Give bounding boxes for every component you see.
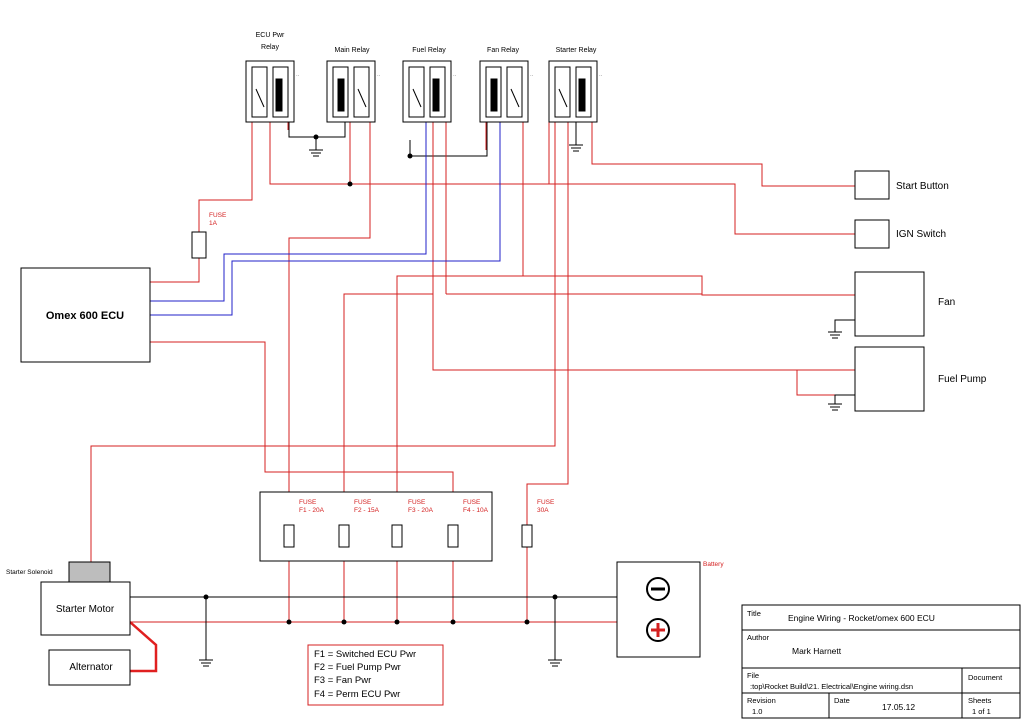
fuel-pump-label: Fuel Pump xyxy=(938,374,987,385)
red-wires xyxy=(90,120,855,623)
ecu-label: Omex 600 ECU xyxy=(46,310,124,322)
blue-signal-wires xyxy=(150,120,501,316)
relay-starter: .. xyxy=(548,60,603,123)
fuel-pump-box xyxy=(854,346,925,412)
start-button-box xyxy=(854,170,890,200)
relay-pin-marker: .. xyxy=(377,72,381,78)
fuse-30a-label: FUSE xyxy=(537,499,555,506)
fuse-30a: FUSE 30A xyxy=(521,499,555,548)
fuse-1a-rating: 1A xyxy=(209,220,218,227)
legend-line-f3: F3 = Fan Pwr xyxy=(314,675,371,686)
author-label: Author xyxy=(747,633,770,642)
ground-icon xyxy=(828,331,842,339)
fuse-f4-label: FUSE xyxy=(463,499,481,506)
title-value: Engine Wiring - Rocket/omex 600 ECU xyxy=(788,613,935,623)
date-value: 17.05.12 xyxy=(882,702,915,712)
relay-label-starter: Starter Relay xyxy=(556,47,597,54)
starter-solenoid xyxy=(68,561,111,583)
relay-main: .. xyxy=(326,60,381,123)
revision-label: Revision xyxy=(747,696,776,705)
ground-icon xyxy=(828,403,842,411)
alternator-label: Alternator xyxy=(69,662,113,673)
title-block xyxy=(741,604,1021,719)
fuse-f1-label: FUSE xyxy=(299,499,317,506)
relay-label-ecu-pwr-line2: Relay xyxy=(261,44,279,51)
ground-icon xyxy=(309,149,323,157)
fuse-f1: FUSE F1 - 20A xyxy=(283,499,325,548)
junction-dots xyxy=(203,134,558,625)
relay-label-main: Main Relay xyxy=(334,47,370,54)
relay-fuel: .. xyxy=(402,60,457,123)
fuse-f2: FUSE F2 - 15A xyxy=(338,499,380,548)
legend-line-f4: F4 = Perm ECU Pwr xyxy=(314,689,400,700)
fuse-f3-rating: F3 - 20A xyxy=(408,507,434,514)
fuse-f2-label: FUSE xyxy=(354,499,372,506)
relay-pin-marker: .. xyxy=(296,72,300,78)
start-button-label: Start Button xyxy=(896,181,949,192)
battery-label: Battery xyxy=(703,561,724,568)
relay-pin-marker: .. xyxy=(453,72,457,78)
relay-ecu-pwr: .. xyxy=(245,60,300,123)
date-label: Date xyxy=(834,696,850,705)
fuse-f3: FUSE F3 - 20A xyxy=(391,499,434,548)
title-label: Title xyxy=(747,609,761,618)
author-value: Mark Harnett xyxy=(792,646,842,656)
sheets-label: Sheets xyxy=(968,696,992,705)
fan-box xyxy=(854,271,925,337)
fuse-30a-rating: 30A xyxy=(537,507,549,514)
fuse-1a-label: FUSE xyxy=(209,212,227,219)
ecu-box xyxy=(20,267,151,363)
ground-symbols xyxy=(199,144,842,667)
document-label: Document xyxy=(968,673,1003,682)
relays: .......... xyxy=(245,60,603,123)
relay-label-fan: Fan Relay xyxy=(487,47,519,54)
ground-icon xyxy=(548,659,562,667)
revision-value: 1.0 xyxy=(752,707,762,716)
relay-label-fuel: Fuel Relay xyxy=(412,47,446,54)
legend-line-f2: F2 = Fuel Pump Pwr xyxy=(314,662,401,673)
sheets-value: 1 of 1 xyxy=(972,707,991,716)
relay-label-ecu-pwr-line1: ECU Pwr xyxy=(256,32,285,39)
starter-motor-box xyxy=(40,581,131,636)
fuse-legend-box xyxy=(307,644,444,706)
battery-negative-icon xyxy=(646,577,670,601)
ground-icon xyxy=(199,659,213,667)
fuse-f2-rating: F2 - 15A xyxy=(354,507,380,514)
starter-solenoid-label: Starter Solenoid xyxy=(6,569,53,576)
relay-pin-marker: .. xyxy=(530,72,534,78)
file-label: File xyxy=(747,671,759,680)
legend-line-f1: F1 = Switched ECU Pwr xyxy=(314,649,416,660)
fuse-f4-rating: F4 - 10A xyxy=(463,507,489,514)
ground-icon xyxy=(569,144,583,152)
fuse-f4: FUSE F4 - 10A xyxy=(447,499,489,548)
relay-fan: .. xyxy=(479,60,534,123)
ign-switch-box xyxy=(854,219,890,249)
fuse-1a xyxy=(191,231,207,259)
fuse-f1-rating: F1 - 20A xyxy=(299,507,325,514)
alternator-wire xyxy=(129,621,158,673)
fan-label: Fan xyxy=(938,297,955,308)
alternator-box xyxy=(48,649,131,686)
file-value: :top\Rocket Build\21. Electrical\Engine … xyxy=(750,682,913,691)
battery-positive-icon xyxy=(646,618,670,642)
relay-pin-marker: .. xyxy=(599,72,603,78)
ign-switch-label: IGN Switch xyxy=(896,229,946,240)
fuse-f3-label: FUSE xyxy=(408,499,426,506)
battery-box xyxy=(616,561,701,658)
starter-motor-label: Starter Motor xyxy=(56,604,115,615)
